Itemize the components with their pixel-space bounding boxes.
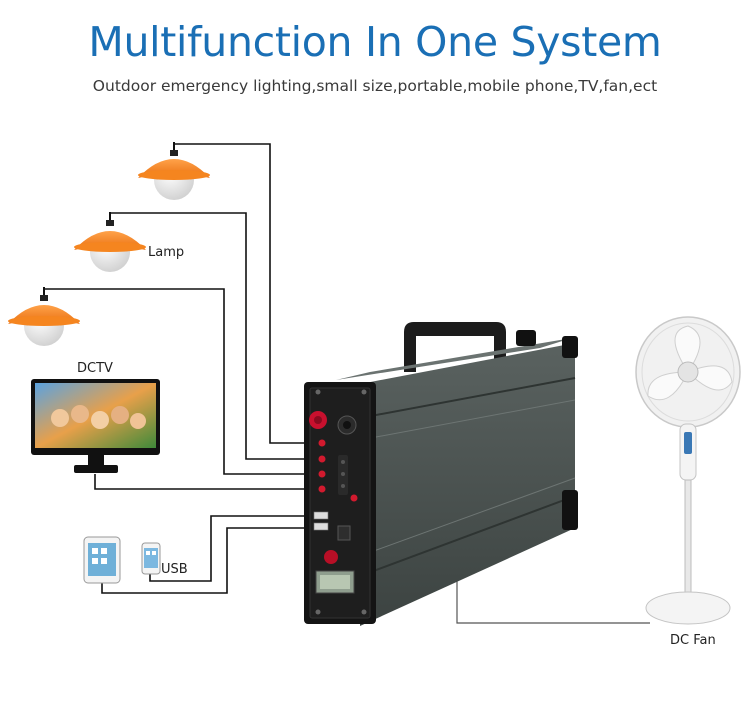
lamp-3 (8, 287, 80, 346)
smartphone-icon (141, 542, 161, 575)
wire-usb-phone (149, 515, 318, 582)
usb-label: USB (161, 562, 188, 577)
pendant-lamp-icon (40, 295, 48, 301)
wire-usb-tablet (101, 527, 318, 594)
lamp-1 (138, 142, 210, 200)
standing-fan-icon (635, 316, 741, 625)
lamp-2 (74, 212, 146, 272)
tablet-icon (83, 536, 121, 584)
dctv-label: DCTV (77, 361, 113, 376)
page-subtitle: Outdoor emergency lighting,small size,po… (92, 77, 658, 95)
pendant-lamp-icon (106, 220, 114, 226)
power-station-icon (304, 322, 578, 626)
tv-monitor-icon (31, 379, 160, 473)
lamp-label: Lamp (148, 245, 185, 260)
dc-fan-label: DC Fan (670, 633, 716, 648)
wire-tv (94, 474, 318, 490)
pendant-lamp-icon (170, 150, 178, 156)
page-title: Multifunction In One System (88, 18, 662, 66)
